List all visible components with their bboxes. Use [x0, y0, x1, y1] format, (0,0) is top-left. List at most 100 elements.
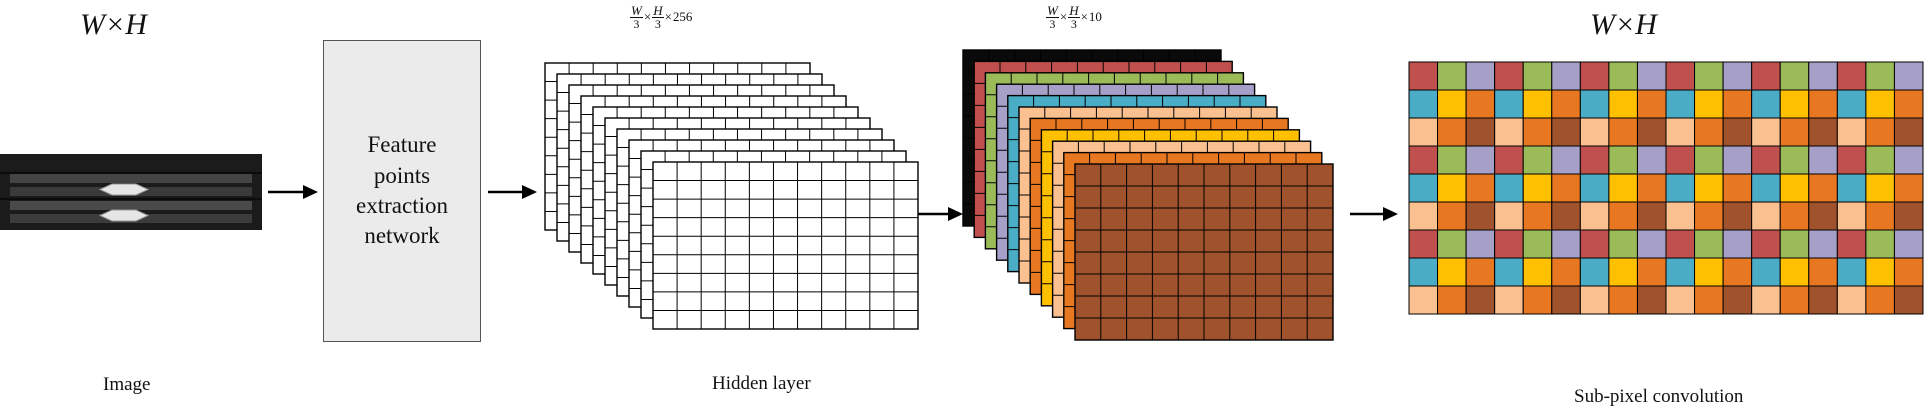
output-pixel: [1751, 173, 1781, 203]
output-pixel: [1636, 145, 1667, 175]
output-pixel: [1836, 61, 1867, 91]
output-pixel: [1722, 257, 1753, 287]
output-pixel: [1636, 89, 1667, 119]
output-pixel: [1408, 145, 1439, 175]
output-pixel: [1494, 61, 1524, 91]
output-pixel: [1865, 173, 1895, 203]
output-pixel: [1636, 201, 1667, 231]
label-badge-bottom: [98, 209, 150, 222]
output-pixel: [1665, 173, 1696, 203]
output-pixel: [1494, 201, 1524, 231]
output-pixel: [1551, 201, 1581, 231]
output-pixel: [1636, 257, 1667, 287]
output-pixel: [1751, 117, 1781, 147]
output-pixel: [1722, 285, 1753, 315]
input-caption: Image: [103, 374, 151, 395]
output-pixel: [1494, 173, 1524, 203]
output-pixel: [1579, 229, 1610, 259]
output-pixel: [1579, 285, 1610, 315]
output-pixel: [1751, 285, 1781, 315]
output-pixel: [1722, 145, 1753, 175]
output-pixel: [1836, 201, 1867, 231]
output-pixel: [1437, 173, 1467, 203]
output-pixel: [1808, 257, 1838, 287]
output-pixel: [1665, 89, 1696, 119]
output-pixel: [1494, 229, 1524, 259]
output-pixel: [1836, 229, 1867, 259]
output-pixel: [1522, 61, 1553, 91]
output-pixel: [1694, 117, 1724, 147]
output-pixel: [1522, 285, 1553, 315]
output-pixel: [1579, 61, 1610, 91]
output-pixel: [1437, 257, 1467, 287]
output-pixel: [1437, 117, 1467, 147]
output-pixel: [1408, 89, 1439, 119]
output-pixel: [1865, 201, 1895, 231]
output-pixel: [1694, 89, 1724, 119]
output-pixel: [1779, 145, 1810, 175]
output-pixel: [1865, 61, 1895, 91]
output-pixel: [1465, 89, 1496, 119]
output-pixel: [1579, 117, 1610, 147]
output-pixel: [1779, 117, 1810, 147]
output-pixel: [1694, 285, 1724, 315]
output-pixel: [1865, 89, 1895, 119]
arrow-right-icon: [948, 207, 963, 221]
output-pixel: [1751, 257, 1781, 287]
output-pixel: [1522, 201, 1553, 231]
output-pixel: [1893, 285, 1924, 315]
output-pixel: [1751, 201, 1781, 231]
output-pixel: [1494, 117, 1524, 147]
output-pixel: [1408, 117, 1439, 147]
label-badge-top: [98, 183, 150, 196]
output-pixel: [1694, 61, 1724, 91]
output-pixel: [1608, 89, 1638, 119]
output-pixel: [1893, 173, 1924, 203]
output-pixel: [1665, 257, 1696, 287]
output-pixel: [1836, 257, 1867, 287]
output-pixel: [1636, 61, 1667, 91]
feature-extraction-network-box: Feature points extraction network: [323, 40, 481, 342]
output-pixel: [1808, 229, 1838, 259]
output-caption: Sub-pixel convolution: [1574, 386, 1744, 407]
output-pixel: [1465, 257, 1496, 287]
output-pixel: [1551, 145, 1581, 175]
output-pixel: [1408, 61, 1439, 91]
output-pixel: [1494, 285, 1524, 315]
output-pixel: [1608, 285, 1638, 315]
output-pixel: [1437, 89, 1467, 119]
output-pixel: [1893, 89, 1924, 119]
output-pixel: [1494, 89, 1524, 119]
output-pixel: [1465, 229, 1496, 259]
output-pixel: [1608, 257, 1638, 287]
feature-map-11: [1074, 163, 1334, 341]
output-pixel: [1836, 285, 1867, 315]
output-pixel: [1608, 173, 1638, 203]
output-pixel: [1608, 145, 1638, 175]
output-pixel: [1751, 61, 1781, 91]
output-pixel: [1779, 173, 1810, 203]
output-pixel: [1665, 285, 1696, 315]
output-pixel: [1865, 229, 1895, 259]
output-pixel: [1694, 229, 1724, 259]
output-pixel: [1808, 201, 1838, 231]
output-pixel: [1694, 173, 1724, 203]
output-pixel: [1808, 61, 1838, 91]
output-pixel: [1437, 229, 1467, 259]
output-pixel: [1665, 117, 1696, 147]
arrow-right-icon: [522, 185, 537, 199]
output-pixel: [1893, 257, 1924, 287]
output-pixel: [1836, 145, 1867, 175]
output-pixel: [1608, 117, 1638, 147]
output-pixel: [1551, 229, 1581, 259]
output-pixel: [1865, 257, 1895, 287]
output-pixel: [1893, 145, 1924, 175]
output-pixel: [1665, 145, 1696, 175]
output-pixel: [1865, 117, 1895, 147]
output-pixel: [1579, 173, 1610, 203]
output-pixel: [1522, 229, 1553, 259]
output-pixel: [1893, 229, 1924, 259]
